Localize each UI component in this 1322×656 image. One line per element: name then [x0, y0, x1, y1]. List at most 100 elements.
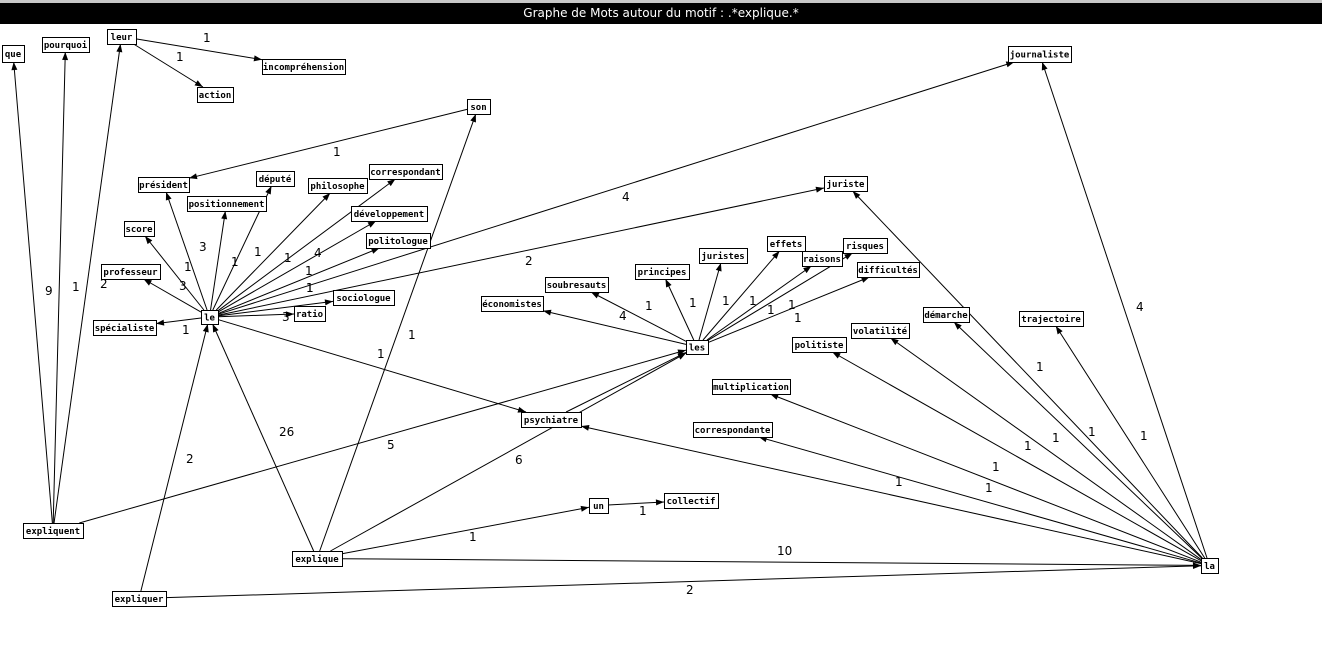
- node-multiplication[interactable]: multiplication: [712, 379, 791, 395]
- node-label: sociologue: [336, 293, 391, 304]
- edge-line: [852, 190, 1203, 559]
- edge-line: [1055, 325, 1206, 559]
- edge-explique-un: 1: [341, 505, 590, 555]
- edge-explique-la: 10: [341, 544, 1202, 569]
- node-les[interactable]: les: [686, 340, 709, 355]
- node-president[interactable]: président: [138, 177, 190, 193]
- edge-weight-label: 26: [279, 425, 294, 439]
- arrowhead-icon: [770, 394, 779, 400]
- node-action[interactable]: action: [197, 87, 234, 103]
- edge-line: [135, 38, 263, 61]
- node-professeur[interactable]: professeur: [101, 264, 161, 280]
- node-la[interactable]: la: [1201, 558, 1219, 574]
- node-philosophe[interactable]: philosophe: [308, 178, 368, 194]
- node-label: le: [204, 314, 215, 324]
- node-sociologue[interactable]: sociologue: [333, 290, 395, 306]
- node-specialiste[interactable]: spécialiste: [93, 320, 157, 336]
- node-leur[interactable]: leur: [107, 29, 137, 45]
- node-box: [712, 379, 791, 395]
- node-incomprehension[interactable]: incompréhension: [262, 59, 346, 75]
- node-economistes[interactable]: économistes: [481, 296, 544, 312]
- node-ratio[interactable]: ratio: [294, 306, 326, 322]
- edge-weight-label: 1: [1088, 425, 1096, 439]
- node-label: juristes: [701, 251, 744, 262]
- node-risques[interactable]: risques: [843, 238, 888, 254]
- node-trajectoire[interactable]: trajectoire: [1019, 311, 1084, 327]
- node-label: expliquer: [115, 594, 164, 605]
- edge-line: [702, 250, 780, 341]
- node-politiste[interactable]: politiste: [792, 337, 847, 353]
- node-label: député: [259, 174, 292, 185]
- arrowhead-icon: [832, 352, 841, 359]
- node-positionnement[interactable]: positionnement: [187, 196, 267, 212]
- node-box: [93, 320, 157, 336]
- edge-la-multiplication: 1: [770, 393, 1202, 563]
- node-juristes[interactable]: juristes: [699, 248, 748, 264]
- node-expliquent[interactable]: expliquent: [23, 523, 84, 539]
- node-expliquer[interactable]: expliquer: [112, 591, 167, 607]
- node-correspondante[interactable]: correspondante: [693, 422, 773, 438]
- edge-weight-label: 1: [231, 255, 239, 269]
- node-le[interactable]: le: [201, 310, 219, 325]
- node-box: [292, 551, 343, 567]
- node-son[interactable]: son: [467, 99, 491, 115]
- node-box: [1201, 558, 1219, 574]
- node-effets[interactable]: effets: [767, 236, 806, 252]
- edge-line: [706, 265, 812, 341]
- node-juriste[interactable]: juriste: [824, 176, 868, 192]
- node-box: [138, 177, 190, 193]
- edge-line: [1041, 61, 1208, 559]
- edge-les-risques: 1: [707, 252, 853, 341]
- arrowhead-icon: [189, 173, 198, 180]
- node-soubresauts[interactable]: soubresauts: [545, 277, 609, 293]
- node-demarche[interactable]: démarche: [923, 307, 970, 323]
- arrowhead-icon: [1192, 563, 1201, 570]
- node-correspondant[interactable]: correspondant: [369, 164, 443, 180]
- node-box: [366, 233, 431, 249]
- edge-le-philosophe: 1: [215, 192, 331, 311]
- arrowhead-icon: [1041, 62, 1048, 71]
- arrowhead-icon: [387, 179, 396, 187]
- edge-le-sociologue: 1: [217, 281, 334, 317]
- edge-expliquent-pourquoi: 1: [52, 51, 80, 524]
- window-title: Graphe de Mots autour du motif : .*expli…: [523, 6, 799, 20]
- edge-les-principes: 1: [665, 278, 697, 341]
- node-score[interactable]: score: [124, 221, 155, 237]
- node-psychiatre[interactable]: psychiatre: [521, 412, 582, 428]
- edge-line: [217, 247, 380, 315]
- node-pourquoi[interactable]: pourquoi: [42, 37, 90, 53]
- node-journaliste[interactable]: journaliste: [1008, 46, 1072, 63]
- node-que[interactable]: que: [2, 45, 25, 63]
- edge-le-correspondant: 4: [217, 178, 396, 312]
- node-developpement[interactable]: développement: [351, 206, 428, 222]
- edge-les-economistes: 4: [542, 309, 687, 345]
- node-box: [112, 591, 167, 607]
- arrowhead-icon: [62, 52, 69, 61]
- edge-un-collectif: 1: [607, 499, 665, 518]
- node-principes[interactable]: principes: [635, 264, 690, 280]
- edge-line: [707, 276, 870, 343]
- edge-line: [330, 352, 687, 552]
- node-label: trajectoire: [1021, 314, 1081, 325]
- arrowhead-icon: [212, 324, 219, 333]
- arrowhead-icon: [852, 191, 861, 199]
- edge-weight-label: 2: [100, 277, 108, 291]
- node-label: leur: [111, 33, 133, 43]
- node-explique[interactable]: explique: [292, 551, 343, 567]
- edge-leur-incomprehension: 1: [135, 31, 263, 62]
- edge-le-president: 3: [165, 191, 208, 311]
- node-un[interactable]: un: [589, 498, 609, 514]
- node-volatilite[interactable]: volatilité: [851, 323, 910, 339]
- node-depute[interactable]: député: [256, 171, 295, 187]
- edge-weight-label: 4: [1136, 300, 1144, 314]
- node-label: volatilité: [853, 326, 908, 337]
- arrowhead-icon: [322, 193, 331, 201]
- node-raisons[interactable]: raisons: [802, 251, 843, 267]
- node-difficultes[interactable]: difficultés: [857, 262, 920, 278]
- node-politologue[interactable]: politologue: [366, 233, 431, 249]
- node-label: président: [139, 180, 188, 191]
- edge-weight-label: 1: [749, 294, 757, 308]
- edge-weight-label: 1: [182, 323, 190, 337]
- edge-weight-label: 1: [767, 303, 775, 317]
- node-collectif[interactable]: collectif: [664, 493, 719, 509]
